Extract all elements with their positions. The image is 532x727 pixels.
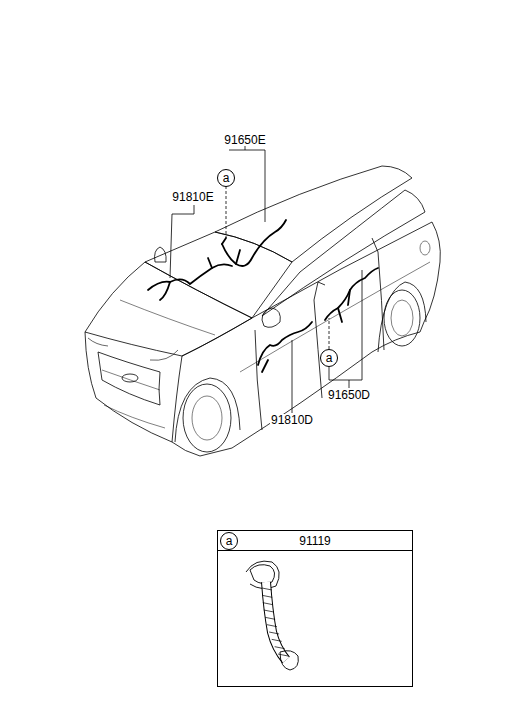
grommet-rib [263, 603, 273, 605]
part-number: 91810E [171, 191, 214, 203]
callout-letter: a [226, 535, 233, 547]
callout-circle: a [220, 532, 238, 550]
part-number: 91810D [270, 414, 314, 426]
grommet-rib [264, 610, 274, 612]
part-number: 91119 [299, 535, 331, 547]
grommet-rib [262, 595, 272, 597]
grommet-rib [267, 625, 277, 627]
part-number: 91650D [327, 389, 371, 401]
callout-circle: a [320, 349, 338, 367]
part-number: 91650E [223, 134, 266, 146]
grommet-rib [265, 617, 275, 619]
grommet-rib [269, 632, 279, 634]
callout-letter: a [326, 352, 333, 364]
grommet-rib [262, 588, 272, 590]
grommet-rib [272, 639, 282, 641]
callout-circle: a [217, 169, 235, 187]
inset-box: 91119 a [217, 530, 413, 687]
grommet-rib [278, 654, 288, 656]
grommet-rib [275, 647, 285, 649]
callout-letter: a [223, 172, 230, 184]
